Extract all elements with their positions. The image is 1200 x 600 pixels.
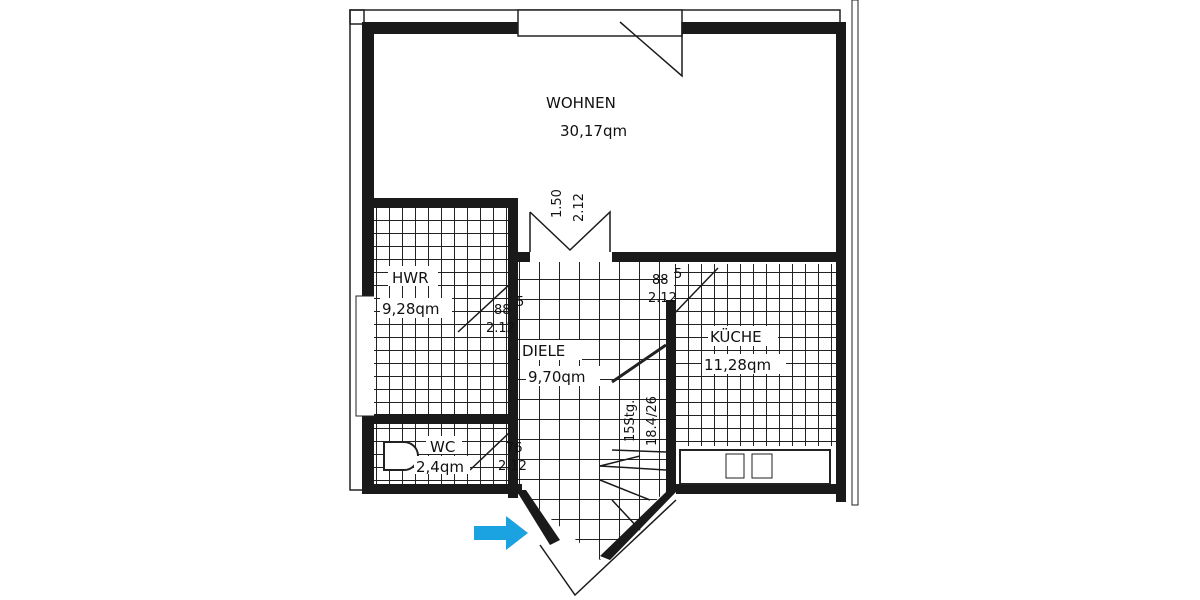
diele-floor xyxy=(516,262,666,560)
kitchen-counter xyxy=(679,449,831,485)
hwr-door-width: 88 xyxy=(494,303,511,318)
room-area-diele: 9,70qm xyxy=(528,368,586,386)
hwr-door xyxy=(457,283,511,333)
toilet xyxy=(383,441,419,471)
room-area-wohnen: 30,17qm xyxy=(560,122,627,140)
wohnen-door-height: 2.12 xyxy=(572,193,587,222)
stairs-ratio: 18.4/26 xyxy=(645,396,660,446)
kueche-door-height: 2.12 xyxy=(648,291,677,306)
staircase xyxy=(599,343,667,531)
kitchen-sink xyxy=(725,453,745,479)
room-area-hwr: 9,28qm xyxy=(382,300,440,318)
kitchen-stove xyxy=(751,453,773,479)
wc-door-height: 2.12 xyxy=(498,459,527,474)
kueche-door-width: 88 xyxy=(652,273,669,288)
hwr-door-sup: 5 xyxy=(516,295,524,310)
entrance-arrow-icon xyxy=(474,516,528,550)
room-area-kueche: 11,28qm xyxy=(704,356,771,374)
room-name-kueche: KÜCHE xyxy=(710,327,762,346)
kueche-door-sup: 5 xyxy=(674,267,682,282)
room-name-wc: WC xyxy=(430,438,455,456)
wohnen-door xyxy=(529,210,611,252)
room-area-wc: 2,4qm xyxy=(416,458,464,476)
stairs-steps: 15Stg. xyxy=(623,400,638,442)
room-name-diele: DIELE xyxy=(522,342,565,360)
wohnen-door-width: 1.50 xyxy=(550,189,565,218)
hwr-door-height: 2.12 xyxy=(486,321,515,336)
kueche-door xyxy=(669,267,719,319)
wc-door xyxy=(469,431,511,471)
wc-door-width: 76 xyxy=(506,441,523,456)
interior-walls xyxy=(362,198,846,597)
room-name-wohnen: WOHNEN xyxy=(546,94,616,112)
room-name-hwr: HWR xyxy=(392,269,429,287)
